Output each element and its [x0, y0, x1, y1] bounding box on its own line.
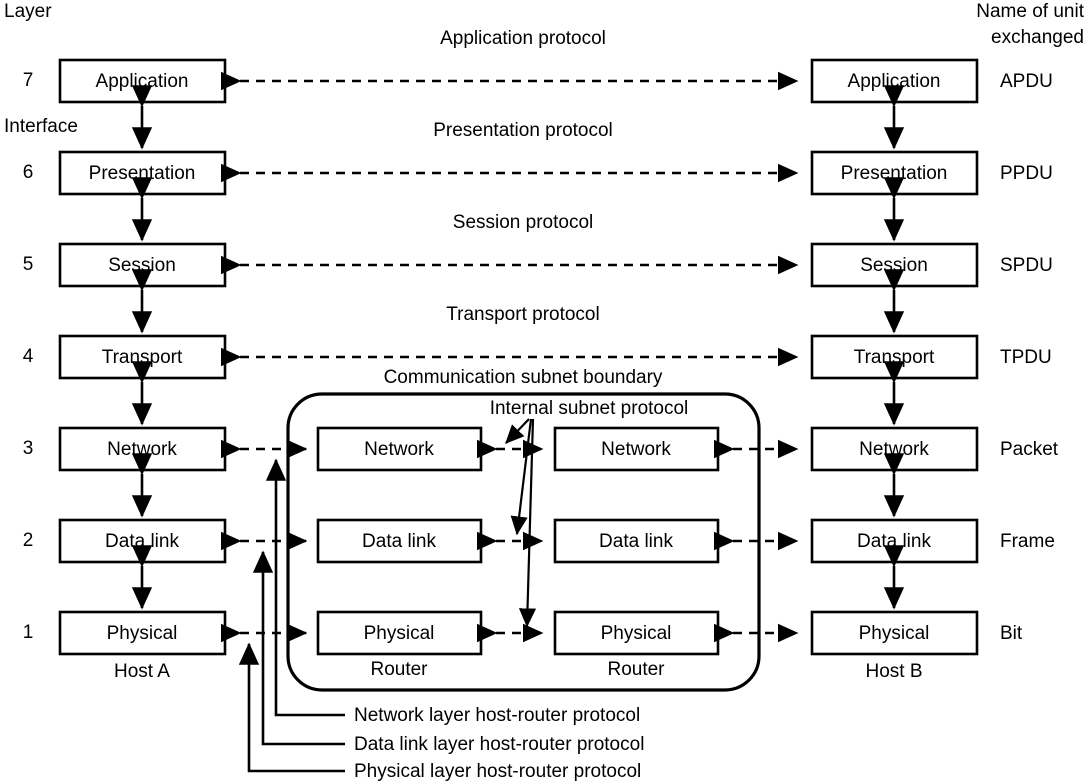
protocol-label-presentation: Presentation protocol: [433, 120, 613, 141]
host-a-label-network: Network: [107, 439, 177, 460]
router-right-label-physical: Physical: [601, 623, 672, 644]
layer-number-1: 1: [23, 622, 34, 643]
host-a-box-physical[interactable]: [58, 610, 227, 656]
unit-heading-line2: exchanged: [991, 27, 1084, 48]
router-host-b-links: [713, 439, 799, 643]
host-router-protocol-data-link: Data link layer host-router protocol: [354, 734, 644, 755]
host-b-label-data-link: Data link: [857, 531, 931, 552]
host-router-leader-data-link: [252, 550, 345, 746]
host-a-label-transport: Transport: [102, 347, 183, 368]
internal-subnet-protocol-leaders: [505, 418, 537, 628]
host-router-protocol-network: Network layer host-router protocol: [354, 705, 640, 726]
unit-name-ppdu: PPDU: [1000, 163, 1053, 184]
host-b-caption: Host B: [865, 661, 922, 682]
host-a-caption: Host A: [114, 661, 170, 682]
layer-number-5: 5: [23, 254, 34, 275]
host-a-router-links: [220, 439, 308, 643]
layer-number-7: 7: [23, 70, 34, 91]
host-a-label-session: Session: [108, 255, 176, 276]
router-right-label-data-link: Data link: [599, 531, 673, 552]
unit-name-packet: Packet: [1000, 439, 1059, 460]
end-to-end-protocol-lines: [220, 71, 799, 367]
host-router-leader-network: [265, 458, 345, 717]
protocol-label-transport: Transport protocol: [446, 304, 599, 325]
unit-name-bit: Bit: [1000, 623, 1023, 644]
host-router-leader-physical: [238, 642, 345, 773]
host-a-label-presentation: Presentation: [89, 163, 196, 184]
router-right-box-data-link[interactable]: [553, 518, 720, 564]
router-right-box-network[interactable]: [553, 426, 720, 472]
unit-name-apdu: APDU: [1000, 71, 1053, 92]
protocol-label-session: Session protocol: [453, 212, 593, 233]
internal-subnet-protocol-label: Internal subnet protocol: [490, 398, 689, 419]
host-b-label-application: Application: [848, 71, 941, 92]
unit-name-tpdu: TPDU: [1000, 347, 1052, 368]
host-b-label-physical: Physical: [859, 623, 930, 644]
host-b-box-physical[interactable]: [810, 610, 979, 656]
router-left-box-data-link[interactable]: [316, 518, 483, 564]
unit-heading-line1: Name of unit: [976, 1, 1084, 22]
router-left-caption: Router: [370, 659, 428, 680]
router-right-box-physical[interactable]: [553, 610, 720, 656]
router-left-label-network: Network: [364, 439, 434, 460]
host-b-label-transport: Transport: [854, 347, 935, 368]
host-a-label-data-link: Data link: [105, 531, 179, 552]
router-left-box-network[interactable]: [316, 426, 483, 472]
host-a-label-physical: Physical: [107, 623, 178, 644]
host-router-protocol-physical: Physical layer host-router protocol: [354, 761, 641, 782]
layer-number-4: 4: [23, 346, 34, 367]
protocol-label-application: Application protocol: [440, 28, 606, 49]
layer-number-3: 3: [23, 438, 34, 459]
router-left-label-physical: Physical: [364, 623, 435, 644]
host-b-label-session: Session: [860, 255, 928, 276]
layer-heading: Layer: [4, 1, 52, 22]
layer-number-2: 2: [23, 530, 34, 551]
subnet-boundary-label: Communication subnet boundary: [384, 367, 663, 388]
layer-number-6: 6: [23, 162, 34, 183]
interface-label: Interface: [4, 116, 78, 137]
router-left-label-data-link: Data link: [362, 531, 436, 552]
router-right-label-network: Network: [601, 439, 671, 460]
unit-name-spdu: SPDU: [1000, 255, 1053, 276]
host-b-label-network: Network: [859, 439, 929, 460]
unit-name-frame: Frame: [1000, 531, 1055, 552]
router-right-caption: Router: [607, 659, 665, 680]
host-a-label-application: Application: [96, 71, 189, 92]
host-b-label-presentation: Presentation: [841, 163, 948, 184]
router-router-links: [476, 439, 544, 643]
